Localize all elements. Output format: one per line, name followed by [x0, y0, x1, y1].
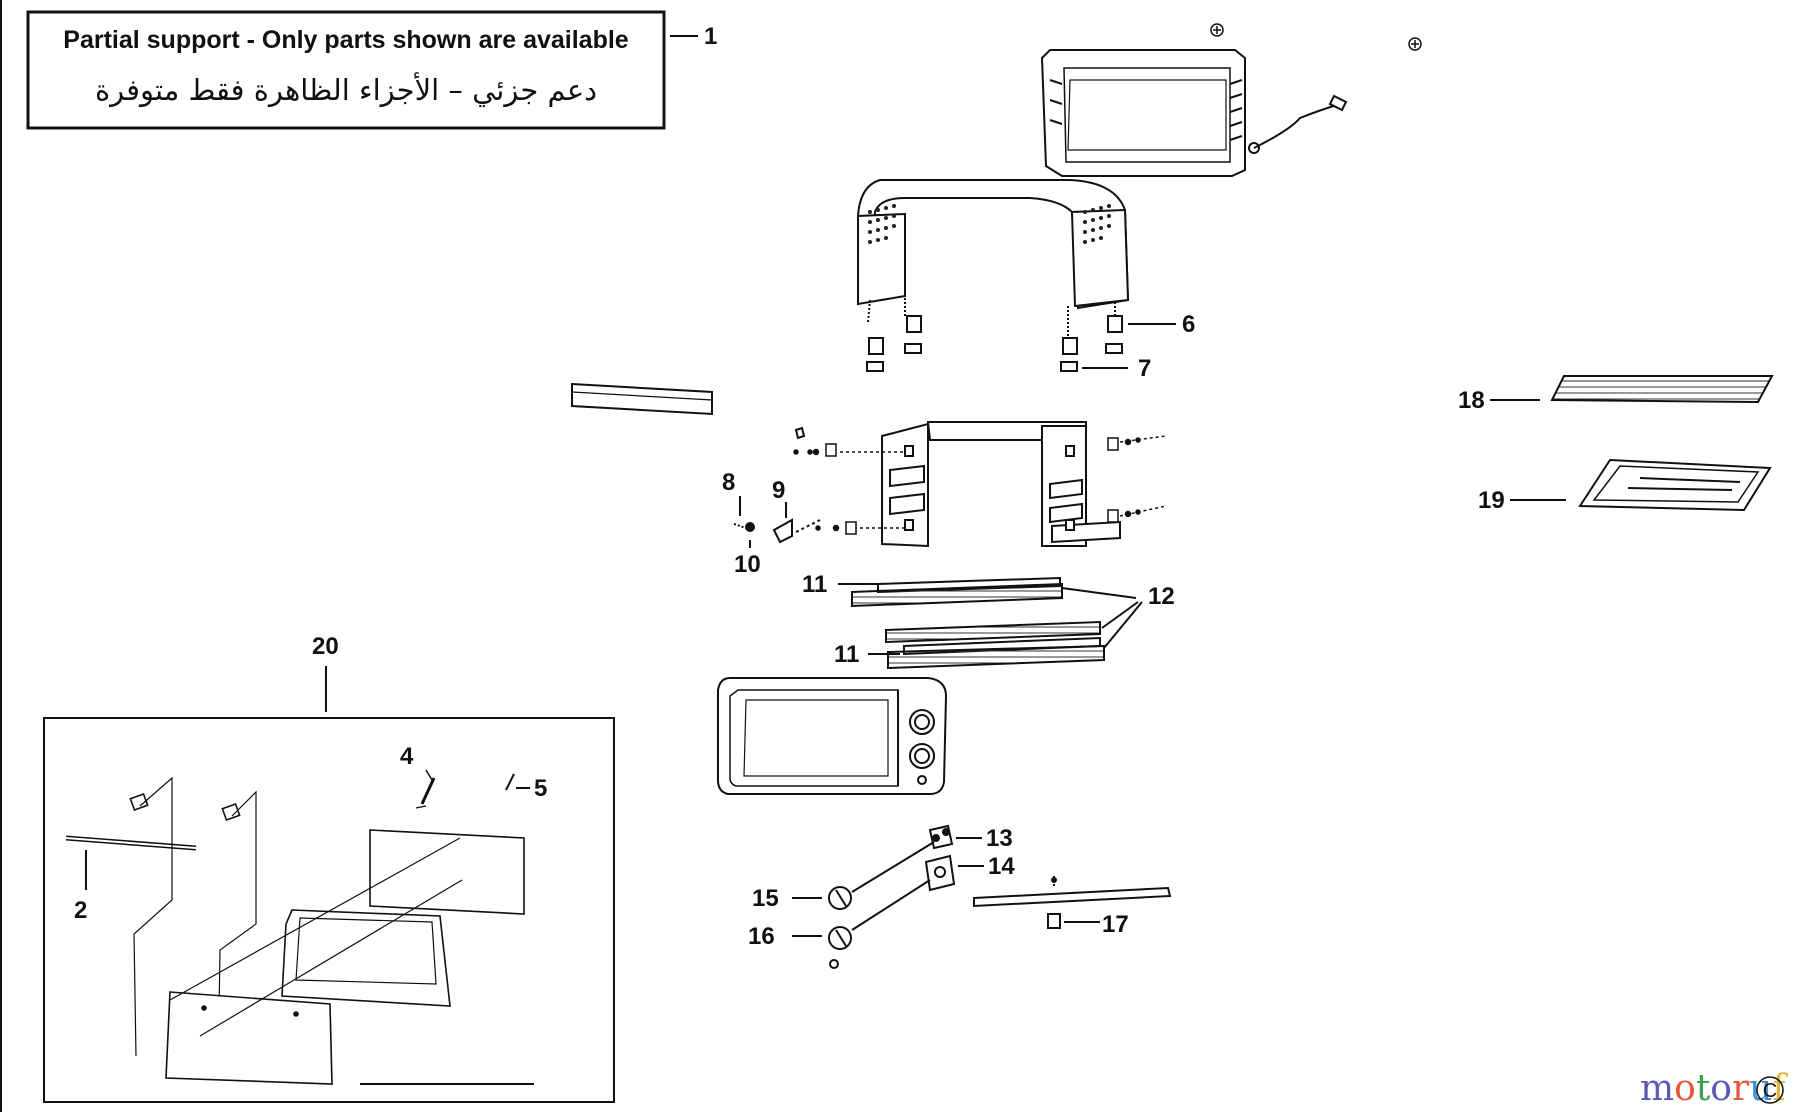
frame-screws [793, 435, 1167, 535]
callout-20: 20 [312, 633, 339, 660]
inner-frame [881, 421, 1121, 548]
callout-7: 7 [1138, 355, 1151, 382]
front-panel [717, 677, 948, 795]
callout-8: 8 [722, 469, 735, 496]
motoruf-watermark: motoruf C [1640, 1068, 1788, 1109]
callout-13: 13 [986, 825, 1013, 852]
notice-english: Partial support - Only parts shown are a… [63, 26, 629, 54]
callout-12: 12 [1148, 583, 1175, 610]
top-screws [1210, 23, 1422, 51]
svg-text:motoruf: motoruf [1640, 1068, 1788, 1109]
watermark-corner-mark: C [1763, 1080, 1777, 1102]
notice-arabic: دعم جزئي – الأجزاء الظاهرة فقط متوفرة [95, 71, 597, 108]
callout-4: 4 [400, 743, 414, 770]
door-assembly [65, 769, 534, 1085]
watermark-letter: o [1710, 1068, 1732, 1109]
feet [866, 298, 1123, 372]
callout-11-lower: 11 [834, 641, 859, 668]
callout-14: 14 [988, 853, 1015, 880]
watermark-letter: m [1640, 1068, 1674, 1109]
wire-rack [1550, 375, 1774, 404]
callout-11-upper: 11 [802, 571, 827, 598]
top-strip [571, 382, 806, 440]
callout-5: 5 [534, 775, 547, 802]
outer-cover [857, 179, 1130, 310]
notice-box: Partial support - Only parts shown are a… [26, 10, 717, 130]
watermark-letter: t [1696, 1068, 1711, 1109]
callout-9: 9 [772, 477, 785, 504]
back-panel [1040, 49, 1348, 177]
crumb-tray [973, 876, 1172, 929]
callout-17: 17 [1102, 911, 1129, 938]
callout-19: 19 [1478, 487, 1505, 514]
bake-pan [1578, 458, 1772, 512]
callout-2: 2 [74, 897, 87, 924]
watermark-letter: u [1749, 1068, 1772, 1109]
watermark-letter: r [1732, 1068, 1750, 1109]
callout-15: 15 [752, 885, 779, 912]
callout-6: 6 [1182, 311, 1195, 338]
callout-1: 1 [704, 23, 717, 50]
fastener-parts-8-9-10 [733, 496, 821, 548]
callout-18: 18 [1458, 387, 1485, 414]
callout-10: 10 [734, 551, 761, 578]
heating-elements [838, 576, 1143, 670]
control-parts [828, 824, 956, 969]
callout-16: 16 [748, 923, 775, 950]
watermark-letter: o [1674, 1068, 1696, 1109]
